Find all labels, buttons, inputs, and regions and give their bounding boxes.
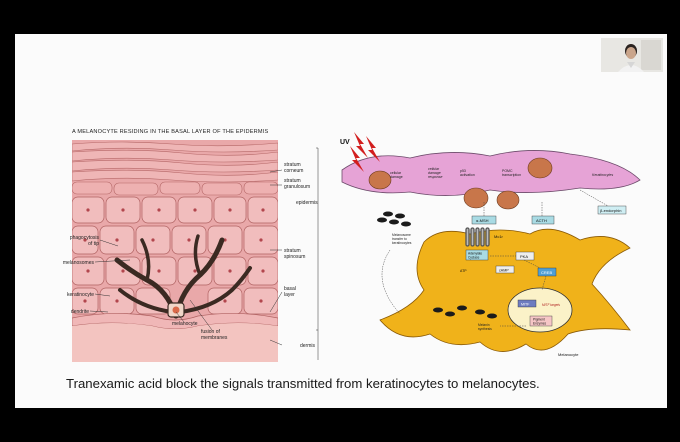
label-cellular-damage-2: damage <box>390 175 403 179</box>
mc1r-receptor-icon <box>465 227 490 247</box>
label-stratum-granulosum-1: stratum <box>284 178 301 184</box>
label-basal-2: layer <box>284 292 295 298</box>
keratinocyte-nucleus <box>527 157 553 179</box>
label-transfer-3: keratinocytes <box>392 241 412 245</box>
label-basal-1: basal <box>284 286 296 292</box>
label-mitf: MITF <box>521 303 530 307</box>
skin-cross-section-illustration <box>72 140 278 362</box>
label-pomc-2: transcription <box>502 173 521 177</box>
slide-caption: Tranexamic acid block the signals transm… <box>66 376 540 391</box>
label-stratum-spinosum-2: spinosum <box>284 254 305 260</box>
label-transfer-2: transfer to <box>392 237 407 241</box>
signal-arrows <box>381 189 609 327</box>
webcam-thumbnail <box>601 38 663 72</box>
creb-box <box>537 267 557 277</box>
figure-title: A MELANOCYTE RESIDING IN THE BASAL LAYER… <box>72 129 269 135</box>
label-phagocytosis-1: phagocytosis <box>70 235 100 241</box>
label-melanosomes: melanosomes <box>63 260 95 266</box>
label-transfer-1: Melanosome <box>392 233 411 237</box>
label-melanin-2: synthesis <box>478 327 492 331</box>
label-damage-response-1: cellular <box>428 167 440 171</box>
label-melanocyte: melanocyte <box>172 321 198 327</box>
melanocyte-nucleus <box>507 287 573 333</box>
layer-brace-icon <box>316 147 319 360</box>
keratinocyte-nucleus <box>496 190 520 210</box>
label-pka: PKA <box>520 254 528 259</box>
label-fusion-1: fusion of <box>201 329 221 335</box>
uv-lightning-icon <box>350 132 380 172</box>
label-endorphin: β-endorphin <box>600 208 621 213</box>
keratinocyte-nucleus <box>368 170 392 190</box>
label-atp: ATP <box>460 269 467 273</box>
label-dermis: dermis <box>300 343 316 349</box>
label-amsh: α-MSH <box>476 218 489 223</box>
label-damage-response-2: damage <box>428 171 441 175</box>
label-mc1r: Mc1r <box>494 234 504 239</box>
label-dendrite: dendrite <box>71 309 89 315</box>
adenylate-cyclase-box <box>465 249 489 261</box>
label-mitf-targets: MITF targets <box>542 303 560 307</box>
label-stratum-corneum-1: stratum <box>284 162 301 168</box>
keratinocyte-layer <box>341 150 641 196</box>
label-cellular-damage-1: cellular <box>390 171 402 175</box>
melanogenesis-signaling-diagram: UV cellular damage cellular damage respo… <box>340 132 641 357</box>
endorphin-box <box>597 205 627 215</box>
label-creb: CREB <box>541 270 552 275</box>
acth-box <box>531 215 555 225</box>
label-damage-response-3: response <box>428 175 442 179</box>
label-phagocytosis-2: of tip <box>88 241 99 247</box>
label-stratum-corneum-2: corneum <box>284 168 303 174</box>
label-stratum-granulosum-2: granulosum <box>284 184 310 190</box>
label-keratinocytes: Keratinocytes <box>592 173 613 177</box>
label-p53-2: activation <box>460 173 475 177</box>
melanocyte-body <box>379 228 631 352</box>
label-adenylate-2: Cyclase <box>468 256 480 260</box>
label-keratinocyte: keratinocyte <box>67 292 94 298</box>
melanosome-group <box>377 211 411 227</box>
label-stratum-spinosum-1: stratum <box>284 248 301 254</box>
camp-box <box>495 265 515 274</box>
mitf-box <box>517 299 537 308</box>
label-melanin-1: Melanin <box>478 323 490 327</box>
keratinocyte-nucleus <box>463 187 489 209</box>
label-p53-1: p53 <box>460 169 466 173</box>
label-adenylate-1: Adenylate <box>468 252 482 256</box>
presenter-avatar-icon <box>601 38 663 72</box>
label-pigment-2: Enzymes <box>533 322 547 326</box>
uv-label: UV <box>340 139 350 146</box>
label-pigment-1: Pigment <box>533 318 545 322</box>
melanosome-group <box>433 305 497 319</box>
label-epidermis: epidermis <box>296 200 318 206</box>
label-pomc-1: POMC <box>502 169 513 173</box>
label-camp: cAMP <box>499 269 509 273</box>
label-acth: ACTH <box>536 218 547 223</box>
label-melanocyte-diagram: Melanocyte <box>558 352 579 357</box>
label-fusion-2: membranes <box>201 335 228 341</box>
pigment-enzymes-box <box>529 315 553 327</box>
